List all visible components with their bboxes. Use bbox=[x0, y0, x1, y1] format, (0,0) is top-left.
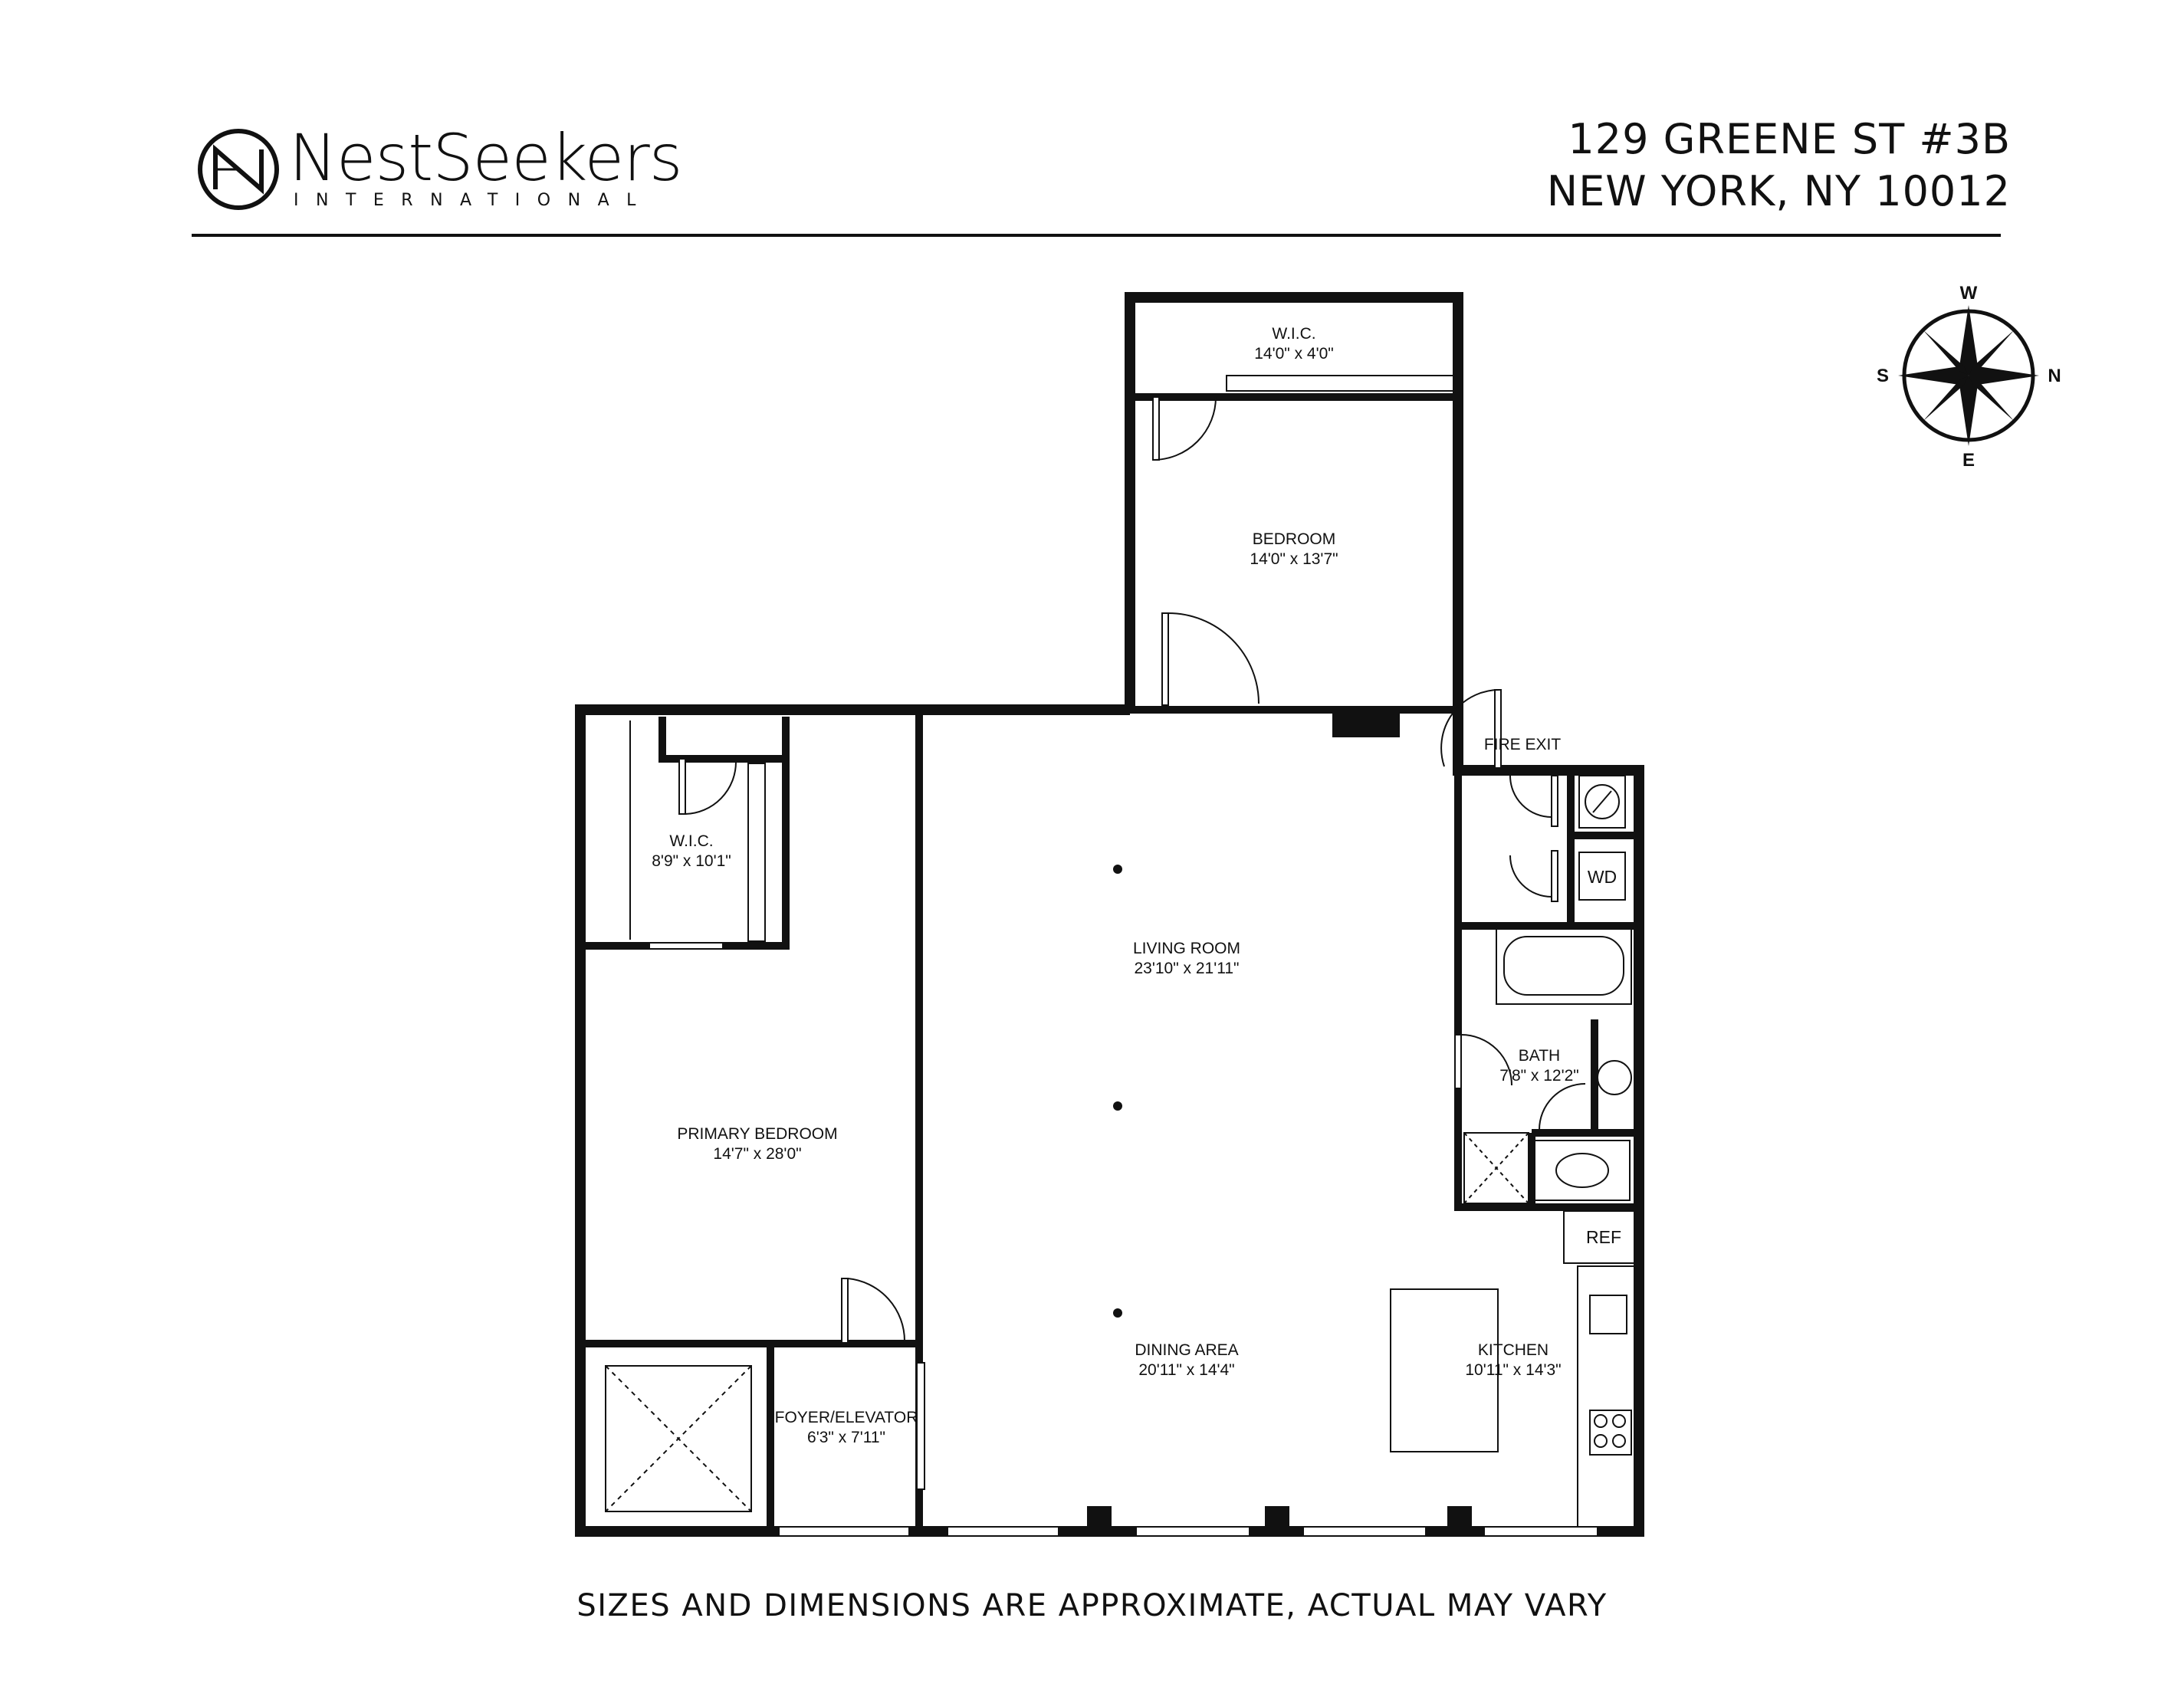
room-dims-bedroom-wic: 14'0" x 4'0" bbox=[1254, 345, 1334, 363]
header-divider bbox=[192, 234, 2001, 237]
compass-left-label: S bbox=[1877, 366, 1889, 386]
room-name-primary-wic: W.I.C. bbox=[669, 832, 713, 850]
room-name-bath: BATH bbox=[1519, 1047, 1560, 1065]
refrigerator-label: REF bbox=[1586, 1227, 1621, 1247]
interior-walls bbox=[580, 393, 1639, 1531]
property-address: 129 GREENE ST #3B NEW YORK, NY 10012 bbox=[1547, 113, 2011, 218]
room-dims-bedroom: 14'0" x 13'7" bbox=[1250, 550, 1338, 568]
washer-dryer-label: WD bbox=[1588, 867, 1617, 887]
compass-rose-icon: W N E S bbox=[1877, 283, 2061, 471]
brand-logo: NestSeekers INTERNATIONAL bbox=[195, 120, 683, 218]
room-dims-foyer-elevator: 6'3" x 7'11" bbox=[807, 1429, 885, 1446]
room-name-primary-bedroom: PRIMARY BEDROOM bbox=[677, 1125, 837, 1143]
room-name-foyer-elevator: FOYER/ELEVATOR bbox=[775, 1409, 918, 1426]
room-dims-dining-area: 20'11" x 14'4" bbox=[1138, 1361, 1234, 1379]
room-dims-living-room: 23'10" x 21'11" bbox=[1135, 960, 1240, 977]
room-name-kitchen: KITCHEN bbox=[1478, 1341, 1549, 1359]
room-dims-primary-wic: 8'9" x 10'1" bbox=[652, 852, 731, 870]
nest-seekers-n-logo-icon bbox=[198, 129, 279, 210]
room-labels: W.I.C. 14'0" x 4'0" BEDROOM 14'0" x 13'7… bbox=[652, 325, 1621, 1446]
fixtures bbox=[605, 375, 1637, 1528]
room-dims-primary-bedroom: 14'7" x 28'0" bbox=[713, 1145, 801, 1163]
windows bbox=[778, 1362, 1598, 1537]
address-line-2: NEW YORK, NY 10012 bbox=[1546, 167, 2011, 215]
room-name-bedroom: BEDROOM bbox=[1253, 530, 1336, 548]
brand-name: NestSeekers bbox=[289, 120, 683, 195]
address-line-1: 129 GREENE ST #3B bbox=[1568, 115, 2011, 163]
room-dims-kitchen: 10'11" x 14'3" bbox=[1465, 1361, 1561, 1379]
header: NestSeekers INTERNATIONAL 129 GREENE ST … bbox=[0, 0, 2184, 245]
compass-bottom-label: E bbox=[1962, 450, 1975, 471]
room-name-bedroom-wic: W.I.C. bbox=[1272, 325, 1315, 343]
fire-exit-label: FIRE EXIT bbox=[1484, 736, 1562, 753]
compass-top-label: W bbox=[1960, 283, 1978, 304]
room-name-living-room: LIVING ROOM bbox=[1133, 940, 1240, 957]
compass-right-label: N bbox=[2048, 366, 2061, 386]
structural-columns bbox=[1087, 710, 1472, 1534]
room-dims-bath: 7'8" x 12'2" bbox=[1499, 1067, 1579, 1085]
room-name-dining-area: DINING AREA bbox=[1135, 1341, 1238, 1359]
doors bbox=[678, 396, 1586, 1344]
brand-subtitle: INTERNATIONAL bbox=[294, 191, 653, 210]
disclaimer: SIZES AND DIMENSIONS ARE APPROXIMATE, AC… bbox=[576, 1588, 1608, 1623]
